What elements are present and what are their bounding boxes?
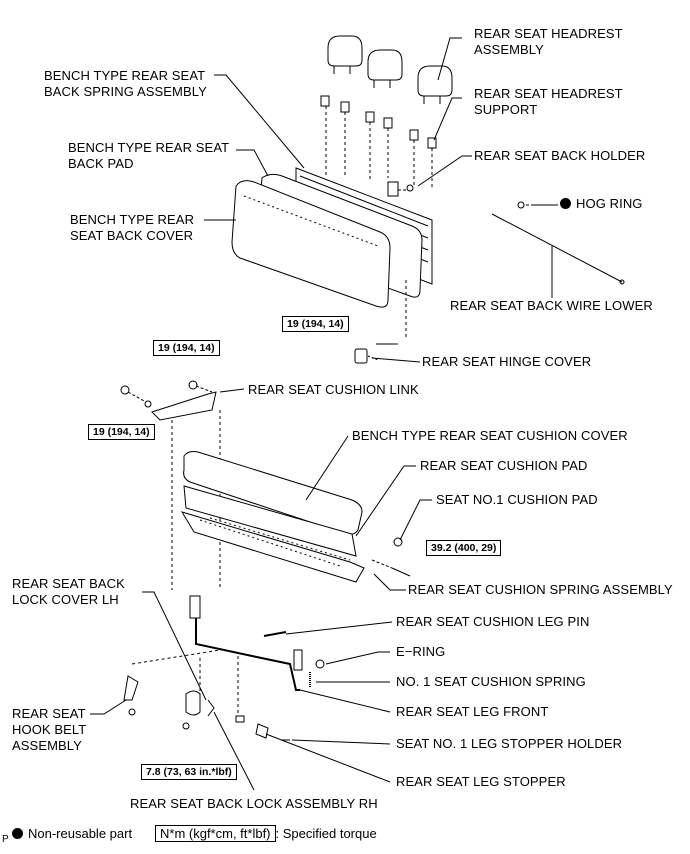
torque-lock: 7.8 (73, 63 in.*lbf) xyxy=(141,764,237,780)
cushion-spring-assembly-shape xyxy=(180,511,365,583)
leg-front xyxy=(195,600,300,691)
label-no1-seat-cushion-spring: NO. 1 SEAT CUSHION SPRING xyxy=(396,674,586,689)
non-reusable-dot-icon xyxy=(560,198,571,209)
back-wire-lower xyxy=(491,213,623,283)
torque-hinge: 19 (194, 14) xyxy=(282,316,349,332)
label-back-wire-lower: REAR SEAT BACK WIRE LOWER xyxy=(450,298,653,313)
label-hog-ring: HOG RING xyxy=(560,196,643,212)
label-back-holder: REAR SEAT BACK HOLDER xyxy=(474,148,646,163)
legend-non-reusable: Non-reusable part xyxy=(12,826,132,842)
legend-torque-unit-box: N*m (kgf*cm, ft*lbf) xyxy=(155,825,276,842)
label-leg-stopper-holder: SEAT NO. 1 LEG STOPPER HOLDER xyxy=(396,736,623,751)
label-e-ring: E−RING xyxy=(396,644,446,659)
legend-torque: N*m (kgf*cm, ft*lbf): Specified torque xyxy=(155,825,377,842)
label-cushion-link: REAR SEAT CUSHION LINK xyxy=(248,382,419,397)
label-leg-stopper: REAR SEAT LEG STOPPER xyxy=(396,774,566,789)
torque-link-lower: 19 (194, 14) xyxy=(88,424,155,440)
leader-lines xyxy=(90,37,558,791)
back-lock-assembly xyxy=(185,690,201,716)
hook-belt xyxy=(123,675,139,701)
headrest-2 xyxy=(367,49,403,88)
label-cushion-spring-assembly: REAR SEAT CUSHION SPRING ASSEMBLY xyxy=(408,582,673,597)
label-seat-no1-cushion-pad: SEAT NO.1 CUSHION PAD xyxy=(436,492,598,507)
legend-prefix: P xyxy=(2,834,9,845)
cushion-cover-shape xyxy=(183,451,363,535)
torque-link-upper: 19 (194, 14) xyxy=(153,340,220,356)
label-hinge-cover: REAR SEAT HINGE COVER xyxy=(422,354,592,369)
headrest-1 xyxy=(327,35,363,74)
headrest-supports xyxy=(320,95,437,149)
label-back-lock-assembly-rh: REAR SEAT BACK LOCK ASSEMBLY RH xyxy=(130,796,378,811)
label-cushion-pad: REAR SEAT CUSHION PAD xyxy=(420,458,588,473)
back-holder xyxy=(387,181,399,197)
back-cover-shape xyxy=(231,180,391,308)
headrest-3 xyxy=(417,65,453,104)
cushion-link xyxy=(151,391,217,421)
label-cushion-leg-pin: REAR SEAT CUSHION LEG PIN xyxy=(396,614,590,629)
torque-spring-assembly: 39.2 (400, 29) xyxy=(426,540,502,556)
cushion-pad-shape xyxy=(183,485,357,557)
non-reusable-dot-icon xyxy=(12,828,23,839)
label-cushion-cover: BENCH TYPE REAR SEAT CUSHION COVER xyxy=(352,428,628,443)
label-leg-front: REAR SEAT LEG FRONT xyxy=(396,704,549,719)
